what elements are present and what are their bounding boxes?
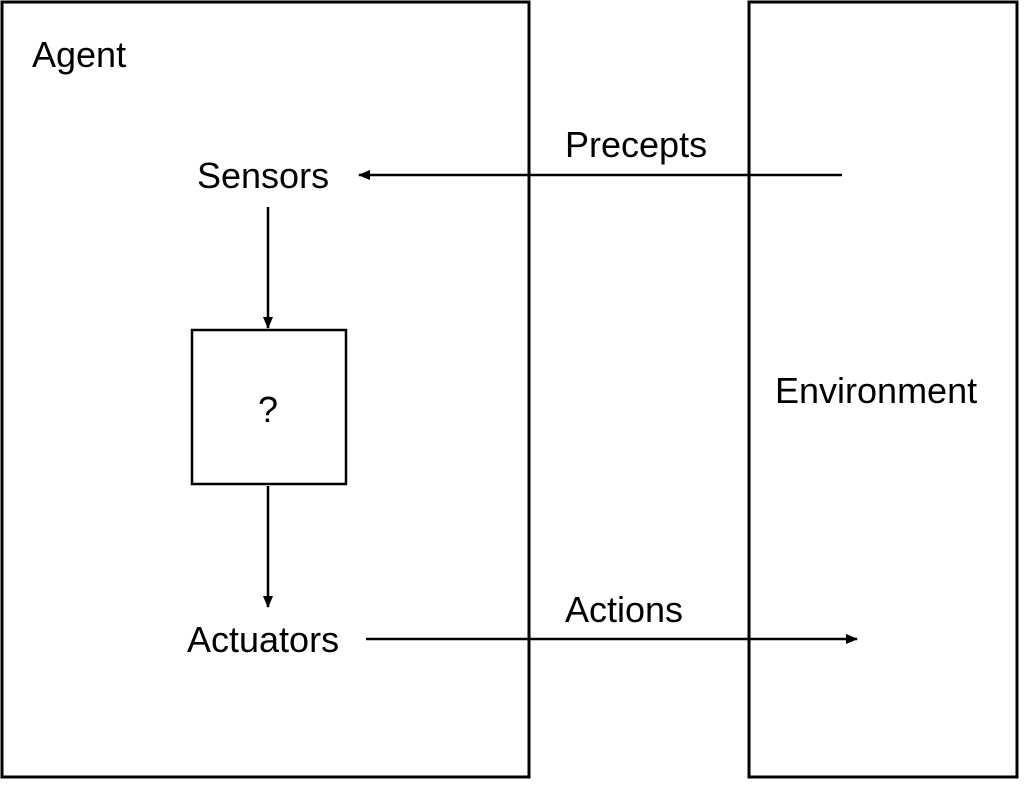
environment-label: Environment (775, 370, 977, 411)
agent-program-label: ? (258, 389, 278, 430)
precepts-label: Precepts (565, 124, 707, 165)
actuators-label: Actuators (187, 619, 339, 660)
sensors-label: Sensors (197, 155, 329, 196)
actions-label: Actions (565, 589, 683, 630)
environment-box (747, 0, 1019, 779)
agent-box (0, 0, 531, 779)
agent-program-box (190, 328, 348, 486)
agent-label: Agent (32, 34, 126, 75)
